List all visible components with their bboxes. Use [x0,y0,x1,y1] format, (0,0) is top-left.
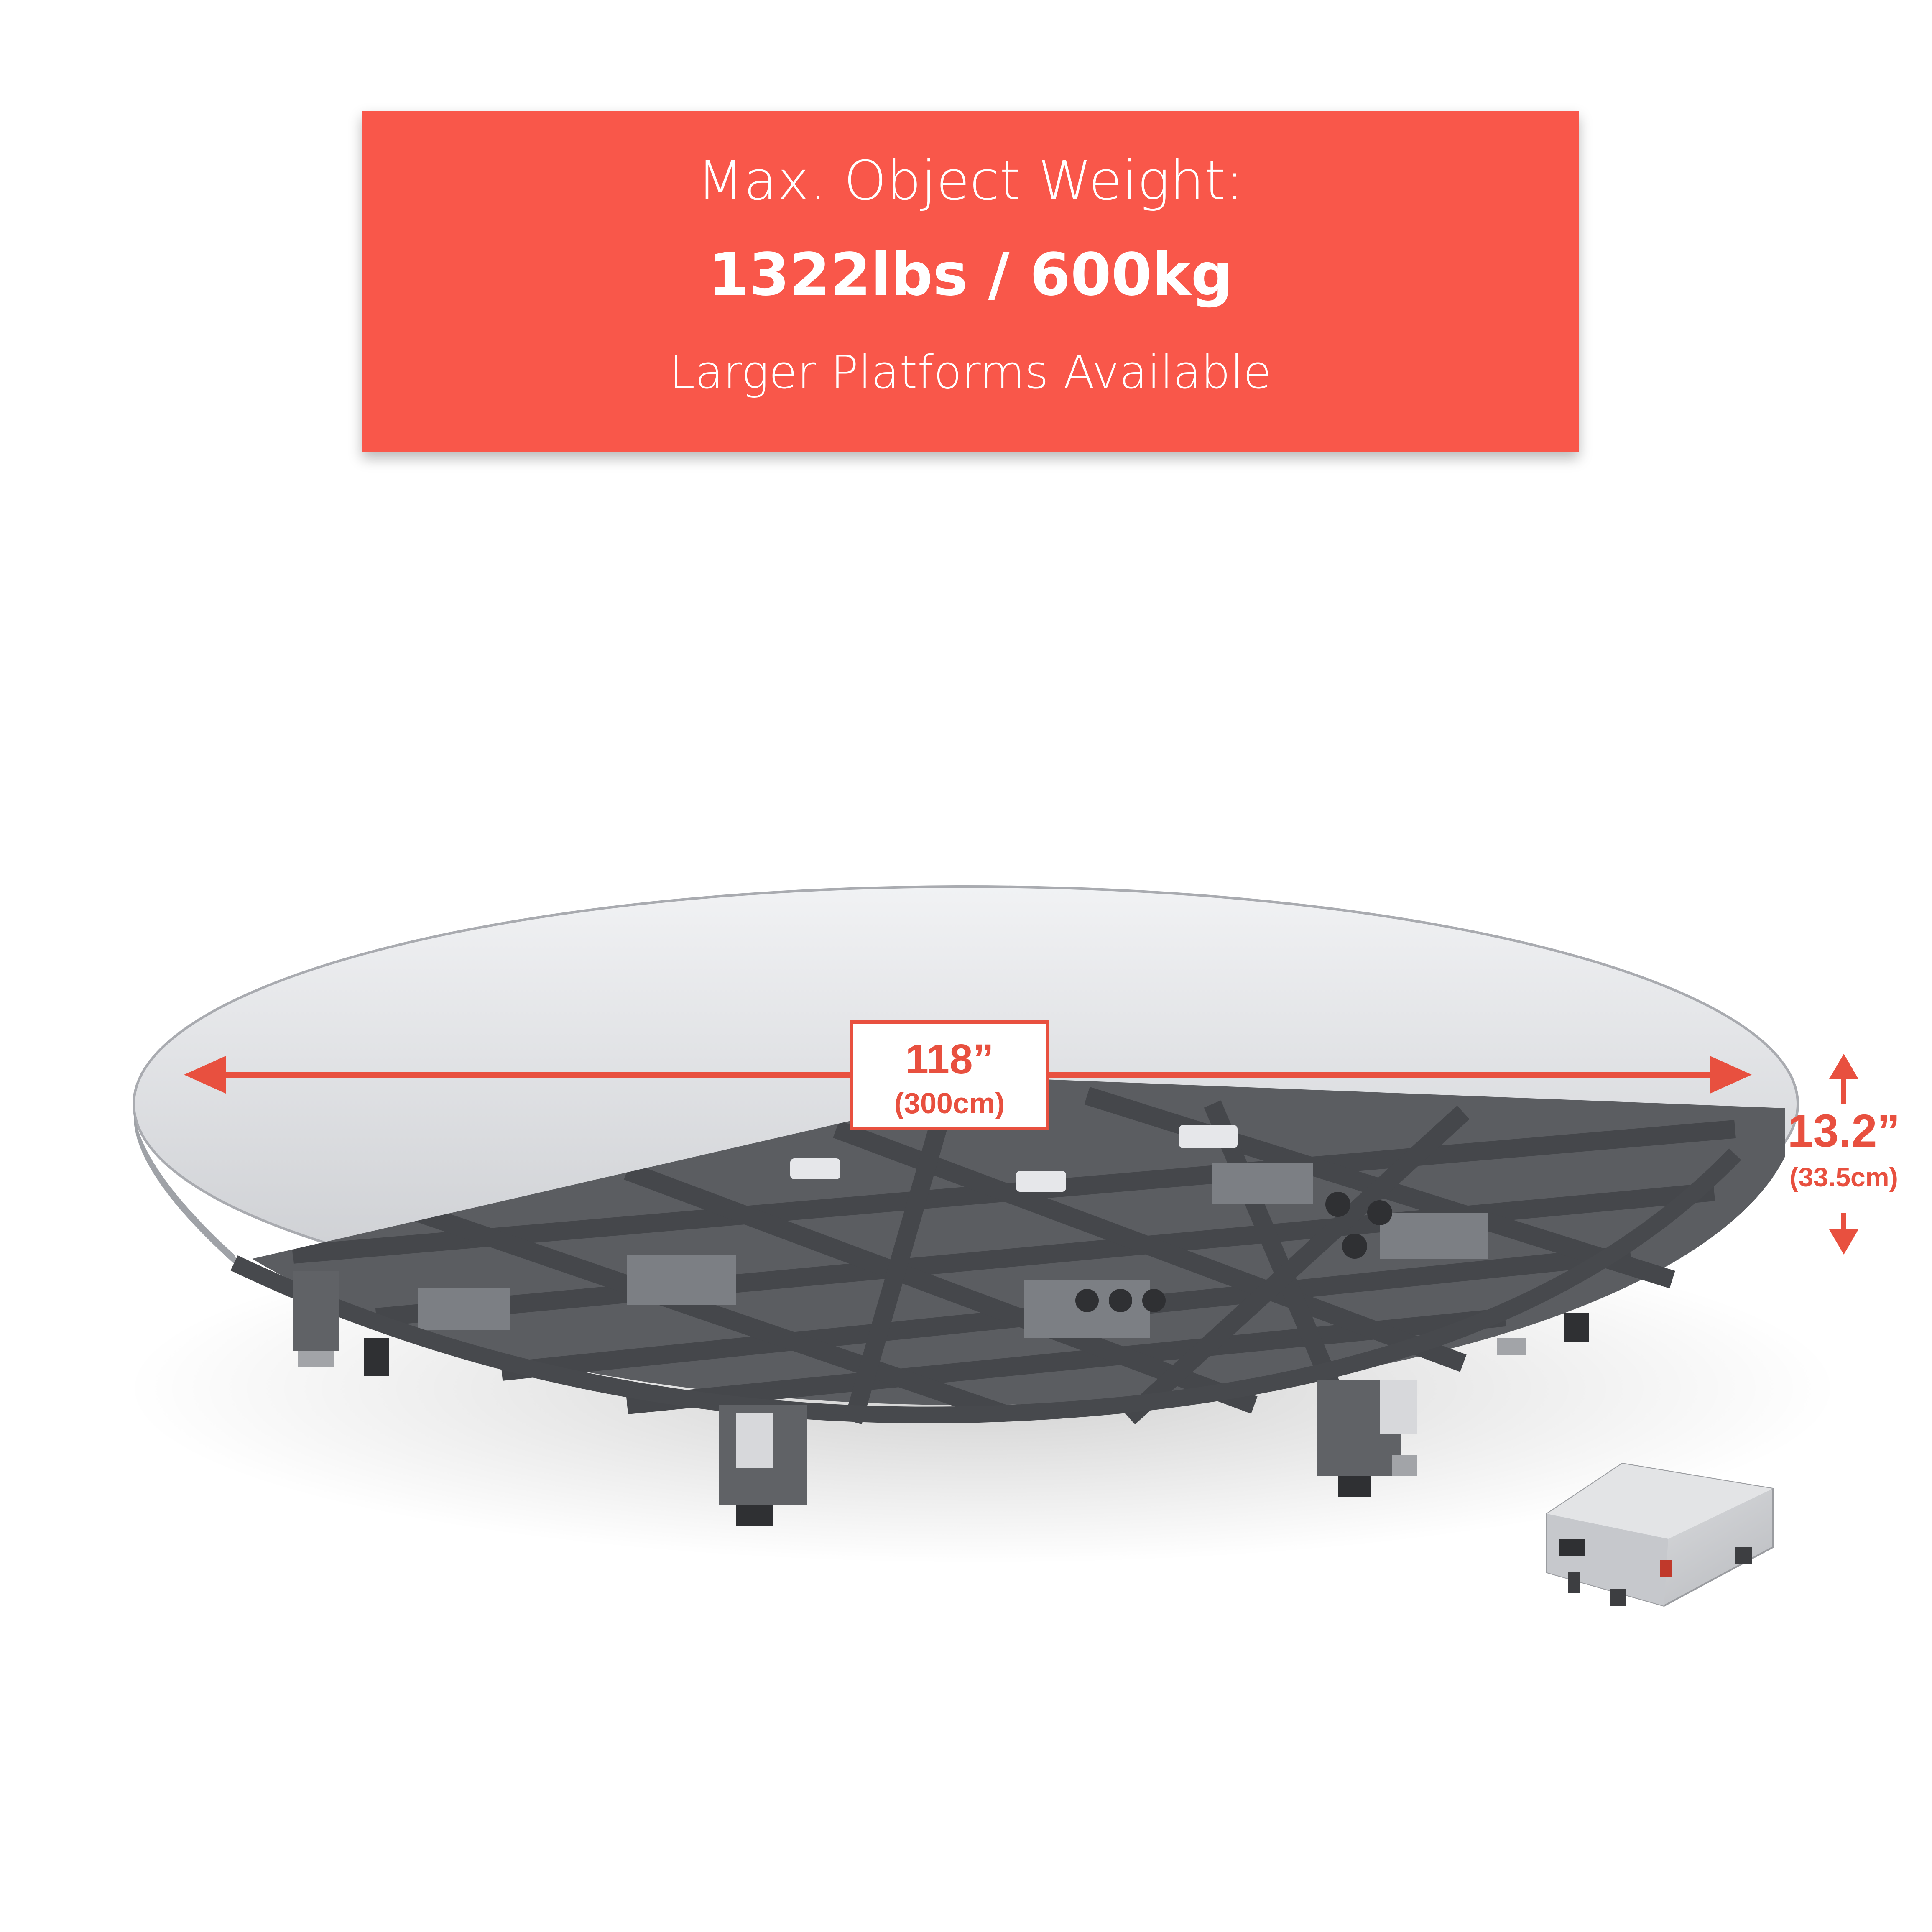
control-box [1546,1462,1774,1607]
diameter-metric: (300cm) [894,1087,1005,1119]
banner-heading: Max. Object Weight: [697,149,1244,212]
frame-rim [230,1148,1741,1423]
height-label: 13.2” (33.5cm) [1764,1104,1923,1196]
platform-edge [134,1104,242,1271]
height-imperial: 13.2” [1787,1105,1900,1157]
diameter-label: 118” (300cm) [850,1020,1049,1130]
height-metric: (33.5cm) [1789,1162,1898,1192]
diameter-imperial: 118” [905,1036,994,1083]
support-legs [293,1271,1589,1526]
weight-banner: Max. Object Weight: 1322lbs / 600kg Larg… [362,111,1579,452]
banner-weight: 1322lbs / 600kg [708,241,1233,309]
height-arrows [1829,1054,1858,1255]
banner-note: Larger Platforms Available [669,345,1271,399]
